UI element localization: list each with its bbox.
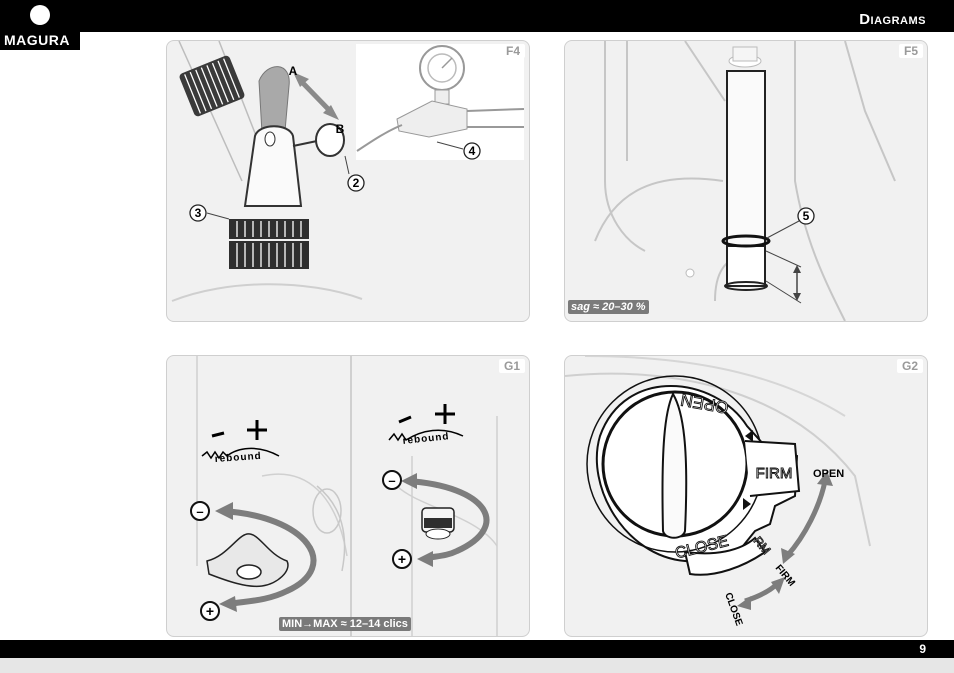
f4-callout-3: 3 — [195, 206, 202, 220]
brand-logo-icon — [30, 5, 50, 25]
g1-minus-left: – — [196, 504, 203, 519]
panel-label-f5: F5 — [898, 44, 923, 58]
f4-illustration: A B 2 3 4 — [171, 41, 525, 302]
brand-logo: MAGURA — [0, 0, 80, 50]
g2-illustration: OPEN FIRM CLOSE RM OPEN FIRM CLOSE — [565, 356, 871, 628]
g1-plus-left: + — [206, 603, 214, 619]
arrow-label-open: OPEN — [813, 468, 844, 480]
panel-label-g2: G2 — [896, 359, 923, 373]
footer-bar: 9 — [0, 640, 954, 658]
g1-illustration: rebound rebound – + – + — [190, 356, 498, 636]
f4-callout-4: 4 — [469, 144, 476, 158]
f4-callout-a: A — [289, 64, 298, 78]
arrow-label-close: CLOSE — [722, 591, 744, 627]
panel-label-g1: G1 — [498, 359, 525, 373]
header-bar: Diagrams — [0, 0, 954, 32]
g1-rebound-label-left: rebound — [214, 451, 262, 465]
section-title: Diagrams — [859, 11, 926, 28]
dial-label-firm: FIRM — [756, 465, 793, 482]
f5-illustration: 5 — [594, 41, 896, 321]
diagram-panel-f4: A B 2 3 4 F4 — [166, 40, 530, 322]
sag-caption: sag ≈ 20–30 % — [568, 300, 649, 314]
g1-plus-right: + — [398, 551, 406, 567]
page-number: 9 — [919, 642, 926, 656]
g1-minus-right: – — [388, 473, 395, 488]
f5-callout-5: 5 — [803, 209, 810, 223]
diagram-panel-f5: 5 F5 sag ≈ 20–30 % — [564, 40, 928, 322]
g1-rebound-label-right: rebound — [402, 431, 450, 447]
f4-callout-2: 2 — [353, 176, 360, 190]
diagram-panel-g2: OPEN FIRM CLOSE RM OPEN FIRM CLOSE G2 — [564, 355, 928, 637]
brand-name: MAGURA — [4, 32, 70, 48]
diagram-panel-g1: rebound rebound – + – + G1 MIN→MAX ≈ 12–… — [166, 355, 530, 637]
clicks-caption: MIN→MAX ≈ 12–14 clics — [279, 617, 411, 631]
f4-callout-b: B — [336, 122, 345, 136]
footer-strip — [0, 658, 954, 673]
panel-label-f4: F4 — [500, 44, 525, 58]
